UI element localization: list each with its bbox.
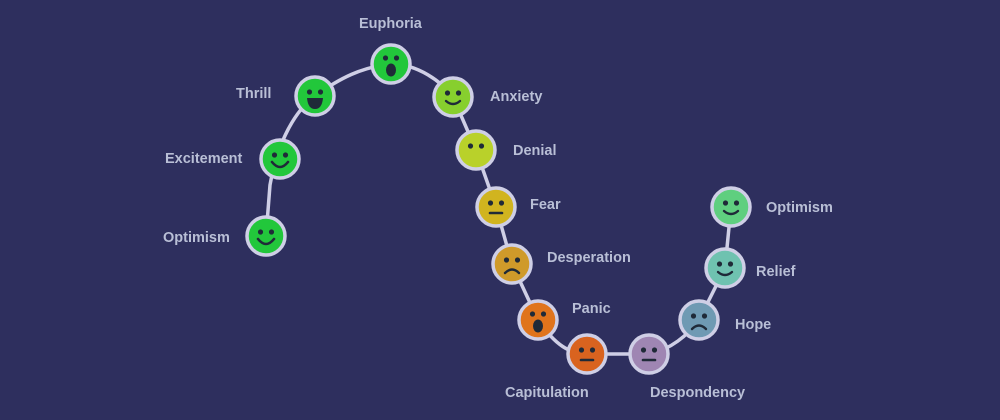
face-relief-icon: [704, 247, 746, 289]
face-fear-icon: [475, 186, 517, 228]
label-optimism-start: Optimism: [163, 230, 230, 246]
face-euphoria-icon: [370, 43, 412, 85]
stage-faces: [245, 43, 752, 375]
face-optimism-end-icon: [710, 186, 752, 228]
face-thrill-icon: [294, 75, 336, 117]
label-relief: Relief: [756, 264, 796, 280]
face-desperation-icon: [491, 243, 533, 285]
label-optimism-end: Optimism: [766, 200, 833, 216]
face-excitement-icon: [259, 138, 301, 180]
label-desperation: Desperation: [547, 250, 631, 266]
face-capitulation-icon: [566, 333, 608, 375]
stage-labels: Optimism Excitement Thrill Euphoria Anxi…: [163, 16, 833, 401]
label-capitulation: Capitulation: [505, 385, 589, 401]
face-anxiety-icon: [432, 76, 474, 118]
label-denial: Denial: [513, 143, 557, 159]
face-despondency-icon: [628, 333, 670, 375]
label-fear: Fear: [530, 197, 561, 213]
face-optimism-start-icon: [245, 215, 287, 257]
label-excitement: Excitement: [165, 151, 243, 167]
label-panic: Panic: [572, 301, 611, 317]
label-euphoria: Euphoria: [359, 16, 423, 32]
face-denial-icon: [455, 129, 497, 171]
label-thrill: Thrill: [236, 86, 271, 102]
face-hope-icon: [678, 299, 720, 341]
face-panic-icon: [517, 299, 559, 341]
label-anxiety: Anxiety: [490, 89, 542, 105]
label-hope: Hope: [735, 317, 771, 333]
label-despondency: Despondency: [650, 385, 745, 401]
